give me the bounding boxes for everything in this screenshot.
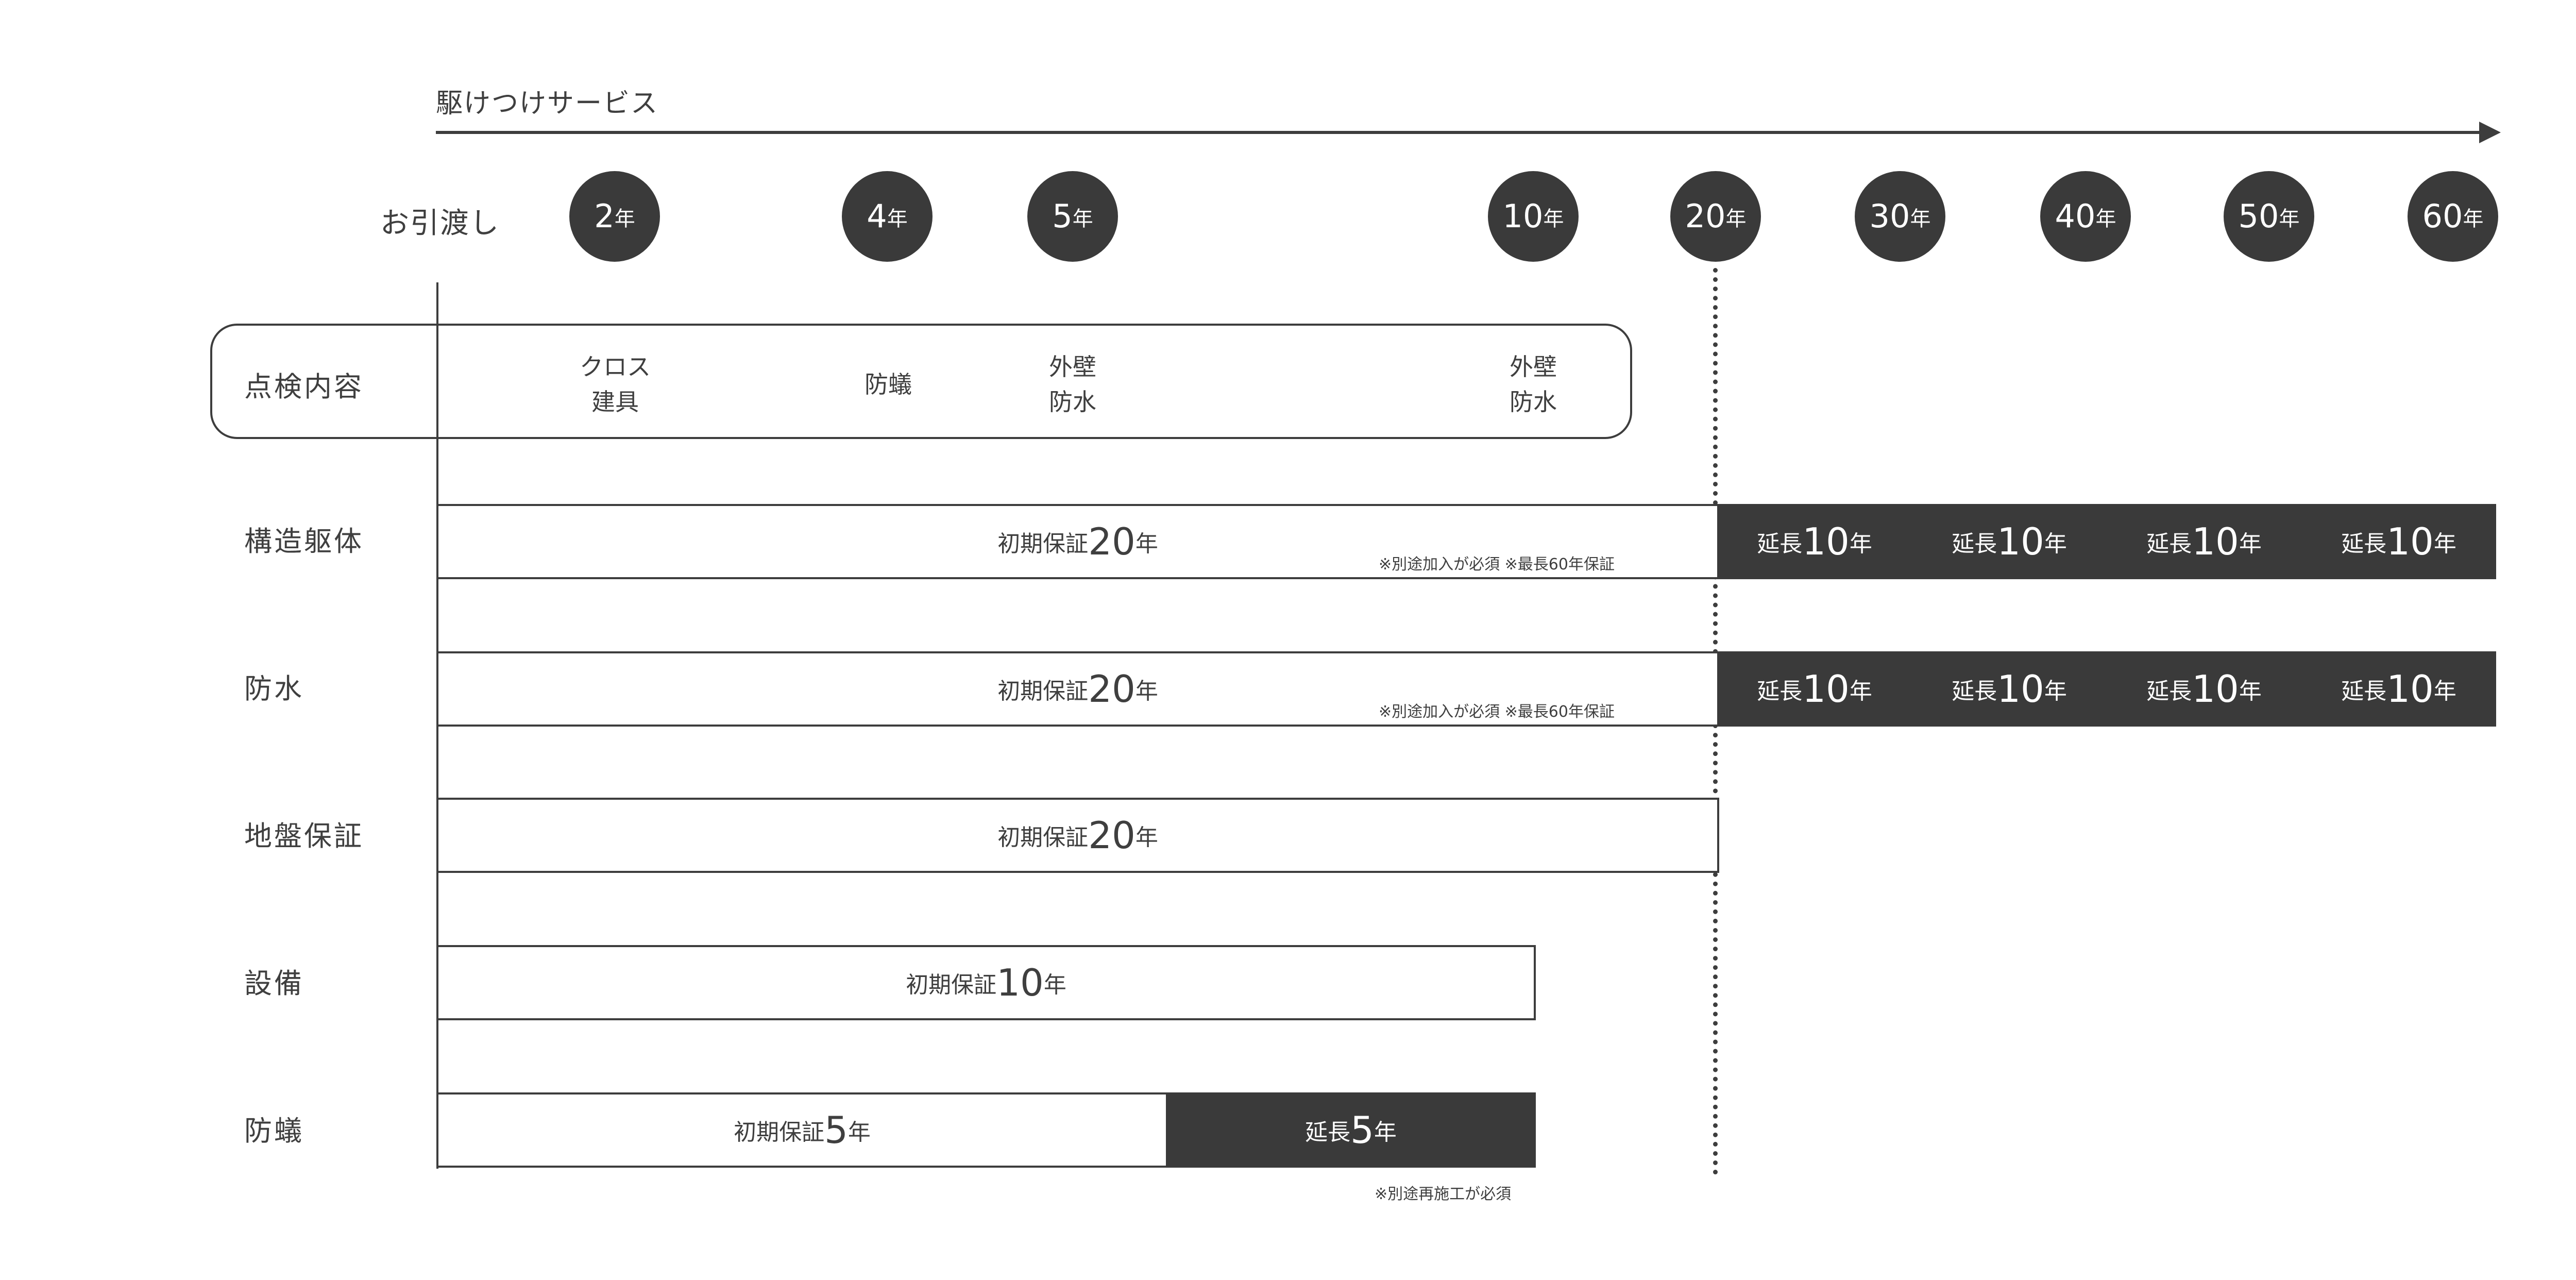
arrow-head-icon [2479,122,2501,143]
service-timeline-arrow [436,131,2497,134]
termite-note: ※別途再施工が必須 [1375,1185,1512,1203]
service-timeline-label: 駆けつけサービス [436,88,659,119]
inspection-title: 点検内容 [244,370,364,403]
row-label-structure: 構造躯体 [244,525,364,558]
inspection-item-5y: 外壁防水 [1049,353,1096,416]
inspection-item-10y: 外壁防水 [1510,353,1557,416]
row-label-equipment: 設備 [244,967,304,1000]
structure-note: ※別途加入が必須 ※最長60年保証 [1379,555,1615,574]
inspection-item-4y: 防蟻 [865,370,912,398]
row-label-termite: 防蟻 [244,1115,304,1147]
inspection-item-2y: クロス建具 [580,353,651,416]
row-label-ground: 地盤保証 [244,820,364,852]
row-label-waterproofing: 防水 [244,672,304,705]
inspection-box [210,324,1632,439]
handover-label: お引渡し [380,207,500,240]
waterproofing-note: ※別途加入が必須 ※最長60年保証 [1379,703,1615,721]
